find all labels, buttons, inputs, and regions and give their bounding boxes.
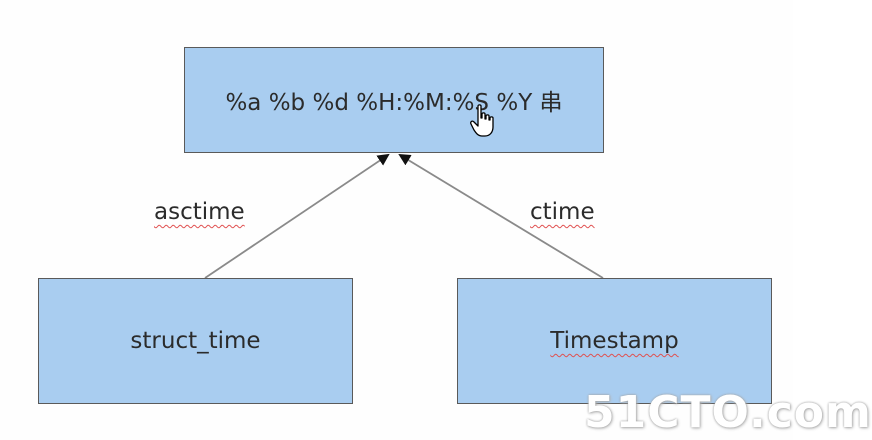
format-string-label: %a %b %d %H:%M:%S %Y 串 <box>225 90 563 116</box>
struct-time-box: struct_time <box>38 278 353 404</box>
ctime-edge-label: ctime <box>530 199 595 225</box>
format-string-box: %a %b %d %H:%M:%S %Y 串 <box>184 47 604 153</box>
timestamp-box: Timestamp <box>457 278 772 404</box>
watermark-logo: 51CTO.com <box>584 387 872 438</box>
asctime-edge-label: asctime <box>154 199 245 225</box>
hand-pointer-icon <box>470 104 494 137</box>
diagram-canvas: %a %b %d %H:%M:%S %Y 串 struct_time Times… <box>38 47 872 438</box>
timestamp-label: Timestamp <box>550 328 679 354</box>
struct-time-label: struct_time <box>130 328 261 354</box>
